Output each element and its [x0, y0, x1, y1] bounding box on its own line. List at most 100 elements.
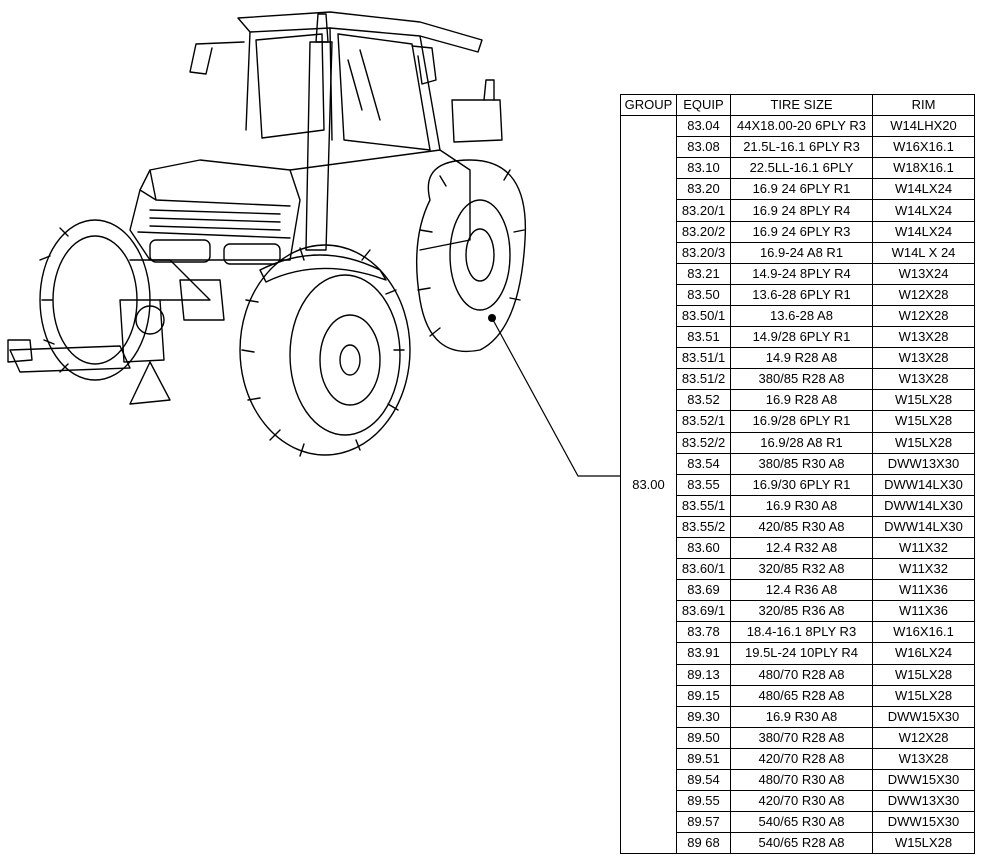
equip-cell: 83.51 — [676, 326, 731, 349]
tire-size-cell: 540/65 R30 A8 — [730, 811, 873, 834]
tire-size-cell: 18.4-16.1 8PLY R3 — [730, 621, 873, 644]
tire-size-cell: 16.9/28 A8 R1 — [730, 431, 873, 454]
equip-cell: 83.51/2 — [676, 368, 731, 391]
tire-size-cell: 16.9 R28 A8 — [730, 389, 873, 412]
rim-cell: DWW14LX30 — [872, 494, 975, 517]
rim-cell: DWW14LX30 — [872, 515, 975, 538]
equip-cell: 83.20 — [676, 178, 731, 201]
equip-cell: 83.20/1 — [676, 199, 731, 222]
rim-cell: W14LHX20 — [872, 115, 975, 138]
tire-size-cell: 22.5LL-16.1 6PLY — [730, 157, 873, 180]
equip-cell: 83.55 — [676, 473, 731, 496]
rim-cell: W16X16.1 — [872, 621, 975, 644]
tire-size-cell: 16.9/28 6PLY R1 — [730, 410, 873, 433]
rim-cell: W15LX28 — [872, 410, 975, 433]
rim-cell: W14LX24 — [872, 220, 975, 243]
equip-cell: 89.15 — [676, 684, 731, 707]
tire-size-cell: 320/85 R36 A8 — [730, 600, 873, 623]
tire-size-cell: 14.9/28 6PLY R1 — [730, 326, 873, 349]
tire-size-cell: 16.9/30 6PLY R1 — [730, 473, 873, 496]
rim-cell: W12X28 — [872, 283, 975, 306]
equip-cell: 89.54 — [676, 768, 731, 792]
tire-size-cell: 13.6-28 6PLY R1 — [730, 283, 873, 306]
equip-cell: 83.20/2 — [676, 220, 731, 243]
equip-cell: 83.52 — [676, 389, 731, 412]
rim-cell: W15LX28 — [872, 663, 975, 686]
rim-cell: DWW15X30 — [872, 705, 975, 728]
equip-cell: 83.50/1 — [676, 304, 731, 328]
tire-size-cell: 16.9 24 8PLY R4 — [730, 199, 873, 222]
tire-size-cell: 19.5L-24 10PLY R4 — [730, 642, 873, 665]
rim-cell: W13X24 — [872, 262, 975, 285]
tire-size-cell: 16.9 24 6PLY R3 — [730, 220, 873, 243]
rim-cell: W18X16.1 — [872, 157, 975, 180]
rim-cell: W11X32 — [872, 536, 975, 560]
equip-cell: 89.57 — [676, 811, 731, 834]
equip-cell: 89.55 — [676, 790, 731, 813]
tire-size-cell: 320/85 R32 A8 — [730, 558, 873, 581]
tire-size-cell: 480/70 R30 A8 — [730, 768, 873, 792]
equip-cell: 83.60 — [676, 536, 731, 560]
rim-cell: W15LX28 — [872, 684, 975, 707]
rim-cell: DWW13X30 — [872, 452, 975, 475]
equip-cell: 89 68 — [676, 832, 731, 855]
equip-cell: 83.04 — [676, 115, 731, 138]
equip-cell: 83.21 — [676, 262, 731, 285]
rim-cell: W13X28 — [872, 368, 975, 391]
tire-size-cell: 480/70 R28 A8 — [730, 663, 873, 686]
rim-cell: W15LX28 — [872, 431, 975, 454]
rim-cell: W15LX28 — [872, 389, 975, 412]
table-header-row: GROUP EQUIP TIRE SIZE RIM — [620, 93, 975, 117]
tire-size-cell: 16.9 R30 A8 — [730, 705, 873, 728]
tire-size-cell: 12.4 R32 A8 — [730, 536, 873, 560]
tire-size-cell: 14.9 R28 A8 — [730, 347, 873, 370]
equip-cell: 83.20/3 — [676, 241, 731, 264]
rim-cell: DWW15X30 — [872, 768, 975, 792]
equip-cell: 83.78 — [676, 621, 731, 644]
tire-size-cell: 16.9 R30 A8 — [730, 494, 873, 517]
equip-cell: 83.69 — [676, 579, 731, 602]
header-equip: EQUIP — [676, 93, 731, 117]
equip-cell: 83.69/1 — [676, 600, 731, 623]
tractor-illustration — [7, 11, 527, 457]
rim-cell: W13X28 — [872, 326, 975, 349]
tire-size-cell: 14.9-24 8PLY R4 — [730, 262, 873, 285]
rim-cell: W14L X 24 — [872, 241, 975, 264]
equip-cell: 83.52/1 — [676, 410, 731, 433]
rim-cell: W15LX28 — [872, 832, 975, 855]
equip-cell: 89.51 — [676, 747, 731, 771]
rim-cell: DWW15X30 — [872, 811, 975, 834]
equip-cell: 83.55/2 — [676, 515, 731, 538]
rim-cell: W14LX24 — [872, 199, 975, 222]
tire-size-cell: 12.4 R36 A8 — [730, 579, 873, 602]
equip-cell: 83.51/1 — [676, 347, 731, 370]
equip-cell: 83.08 — [676, 136, 731, 159]
tire-size-cell: 13.6-28 A8 — [730, 304, 873, 328]
tire-size-cell: 380/85 R28 A8 — [730, 368, 873, 391]
tire-size-cell: 380/85 R30 A8 — [730, 452, 873, 475]
header-rim: RIM — [872, 93, 975, 117]
rim-cell: W14LX24 — [872, 178, 975, 201]
rim-cell: DWW14LX30 — [872, 473, 975, 496]
leader-dot — [488, 314, 496, 322]
tire-size-cell: 540/65 R28 A8 — [730, 832, 873, 855]
